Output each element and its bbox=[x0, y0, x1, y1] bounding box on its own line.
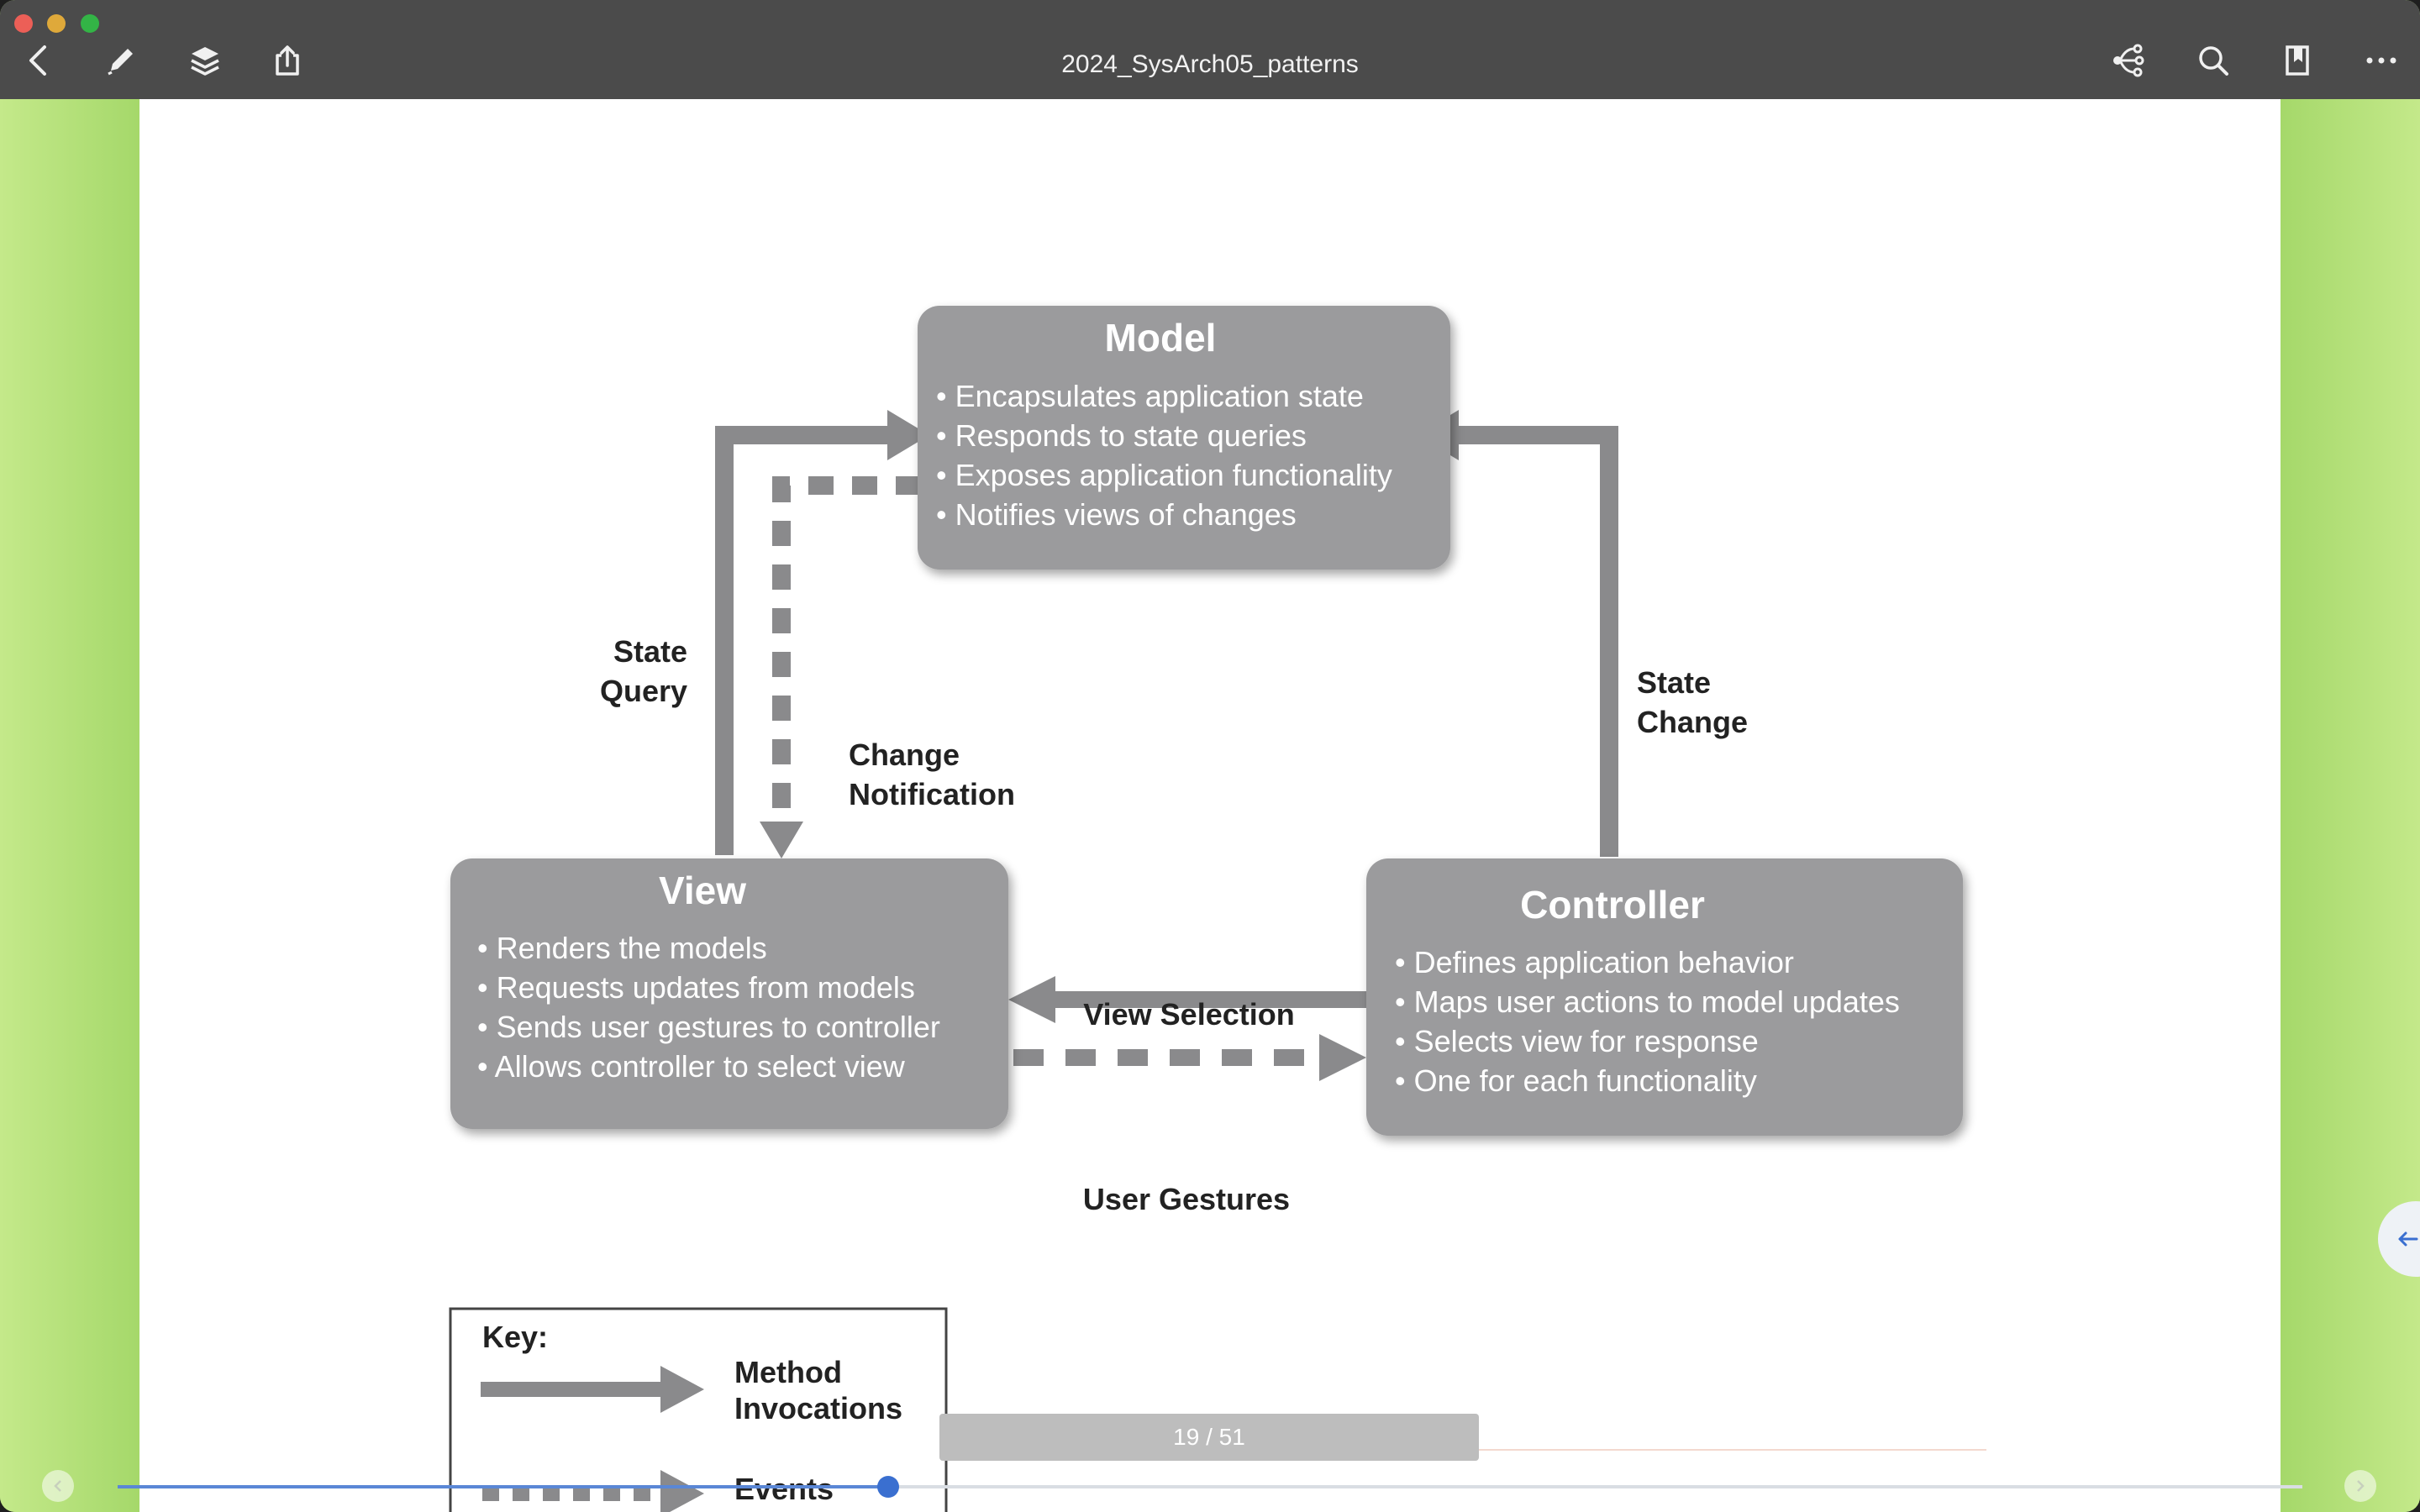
bookmark-button[interactable] bbox=[2279, 42, 2316, 79]
share-icon bbox=[276, 45, 299, 76]
mvc-diagram: Model • Encapsulates application state •… bbox=[449, 306, 1986, 1512]
document-title: 2024_SysArch05_patterns bbox=[1061, 50, 1359, 78]
controller-item: • Defines application behavior bbox=[1395, 945, 1794, 979]
page-indicator: 19 / 51 bbox=[939, 1414, 1479, 1461]
view-item: • Allows controller to select view bbox=[477, 1049, 906, 1084]
state-query-label: State bbox=[613, 634, 687, 669]
model-item: • Notifies views of changes bbox=[936, 497, 1297, 532]
more-icon bbox=[2366, 57, 2396, 64]
state-change-label: State bbox=[1637, 665, 1711, 700]
left-page-margin bbox=[0, 99, 139, 1512]
key-method-label: Invocations bbox=[734, 1391, 902, 1425]
model-item: • Encapsulates application state bbox=[936, 379, 1364, 413]
zoom-window-button[interactable] bbox=[81, 14, 99, 33]
controller-box: Controller • Defines application behavio… bbox=[1366, 858, 1963, 1136]
view-item: • Sends user gestures to controller bbox=[477, 1010, 940, 1044]
model-item: • Exposes application functionality bbox=[936, 458, 1392, 492]
change-notification-arrow bbox=[760, 476, 921, 858]
search-button[interactable] bbox=[2195, 42, 2232, 79]
next-page-button[interactable] bbox=[2344, 1470, 2376, 1502]
back-button[interactable] bbox=[20, 42, 57, 79]
user-gestures-arrow bbox=[1013, 1034, 1366, 1081]
change-notification-label: Change bbox=[849, 738, 960, 772]
user-gestures-label: User Gestures bbox=[1083, 1182, 1290, 1216]
state-query-label: Query bbox=[600, 674, 687, 708]
key-title: Key: bbox=[482, 1320, 548, 1354]
minimize-window-button[interactable] bbox=[47, 14, 66, 33]
page-slider-fill bbox=[118, 1485, 889, 1488]
close-window-button[interactable] bbox=[14, 14, 33, 33]
controller-title: Controller bbox=[1520, 883, 1705, 927]
share-button[interactable] bbox=[269, 42, 306, 79]
chevron-left-icon bbox=[54, 1480, 61, 1492]
change-notification-label: Notification bbox=[849, 777, 1015, 811]
pdf-page: Model • Encapsulates application state •… bbox=[139, 99, 2281, 1512]
controller-item: • Selects view for response bbox=[1395, 1024, 1759, 1058]
right-page-margin bbox=[2281, 99, 2420, 1512]
bookmark-icon bbox=[2286, 45, 2309, 76]
key-method-label: Method bbox=[734, 1355, 842, 1389]
model-box: Model • Encapsulates application state •… bbox=[918, 306, 1450, 570]
view-item: • Requests updates from models bbox=[477, 970, 915, 1005]
previous-page-button[interactable] bbox=[42, 1470, 74, 1502]
chevron-right-icon bbox=[2357, 1480, 2365, 1492]
controller-item: • Maps user actions to model updates bbox=[1395, 984, 1900, 1019]
pencil-icon bbox=[108, 49, 133, 76]
state-change-label: Change bbox=[1637, 705, 1748, 739]
view-title: View bbox=[659, 869, 746, 912]
back-icon bbox=[29, 45, 46, 76]
view-item: • Renders the models bbox=[477, 931, 767, 965]
annotate-button[interactable] bbox=[103, 42, 139, 79]
graph-icon bbox=[2113, 44, 2144, 77]
search-icon bbox=[2199, 46, 2228, 76]
controller-item: • One for each functionality bbox=[1395, 1063, 1757, 1098]
state-query-arrow bbox=[715, 410, 929, 855]
page-slider-thumb[interactable] bbox=[877, 1476, 900, 1498]
mind-map-button[interactable] bbox=[2111, 42, 2148, 79]
page-slider[interactable] bbox=[118, 1476, 2302, 1498]
view-selection-label: View Selection bbox=[1083, 997, 1294, 1032]
layers-icon bbox=[191, 47, 219, 76]
model-item: • Responds to state queries bbox=[936, 418, 1307, 453]
view-selection-arrow bbox=[1008, 976, 1366, 1023]
title-bar: 2024_SysArch05_patterns bbox=[0, 0, 2420, 99]
model-title: Model bbox=[1105, 316, 1217, 360]
layers-button[interactable] bbox=[187, 42, 224, 79]
more-button[interactable] bbox=[2363, 42, 2400, 79]
key-events-label: Events bbox=[734, 1472, 834, 1506]
view-box: View • Renders the models • Requests upd… bbox=[450, 858, 1008, 1129]
arrow-left-icon bbox=[2398, 1231, 2418, 1247]
key-legend: Key: Method Invocations Events bbox=[449, 1307, 948, 1512]
